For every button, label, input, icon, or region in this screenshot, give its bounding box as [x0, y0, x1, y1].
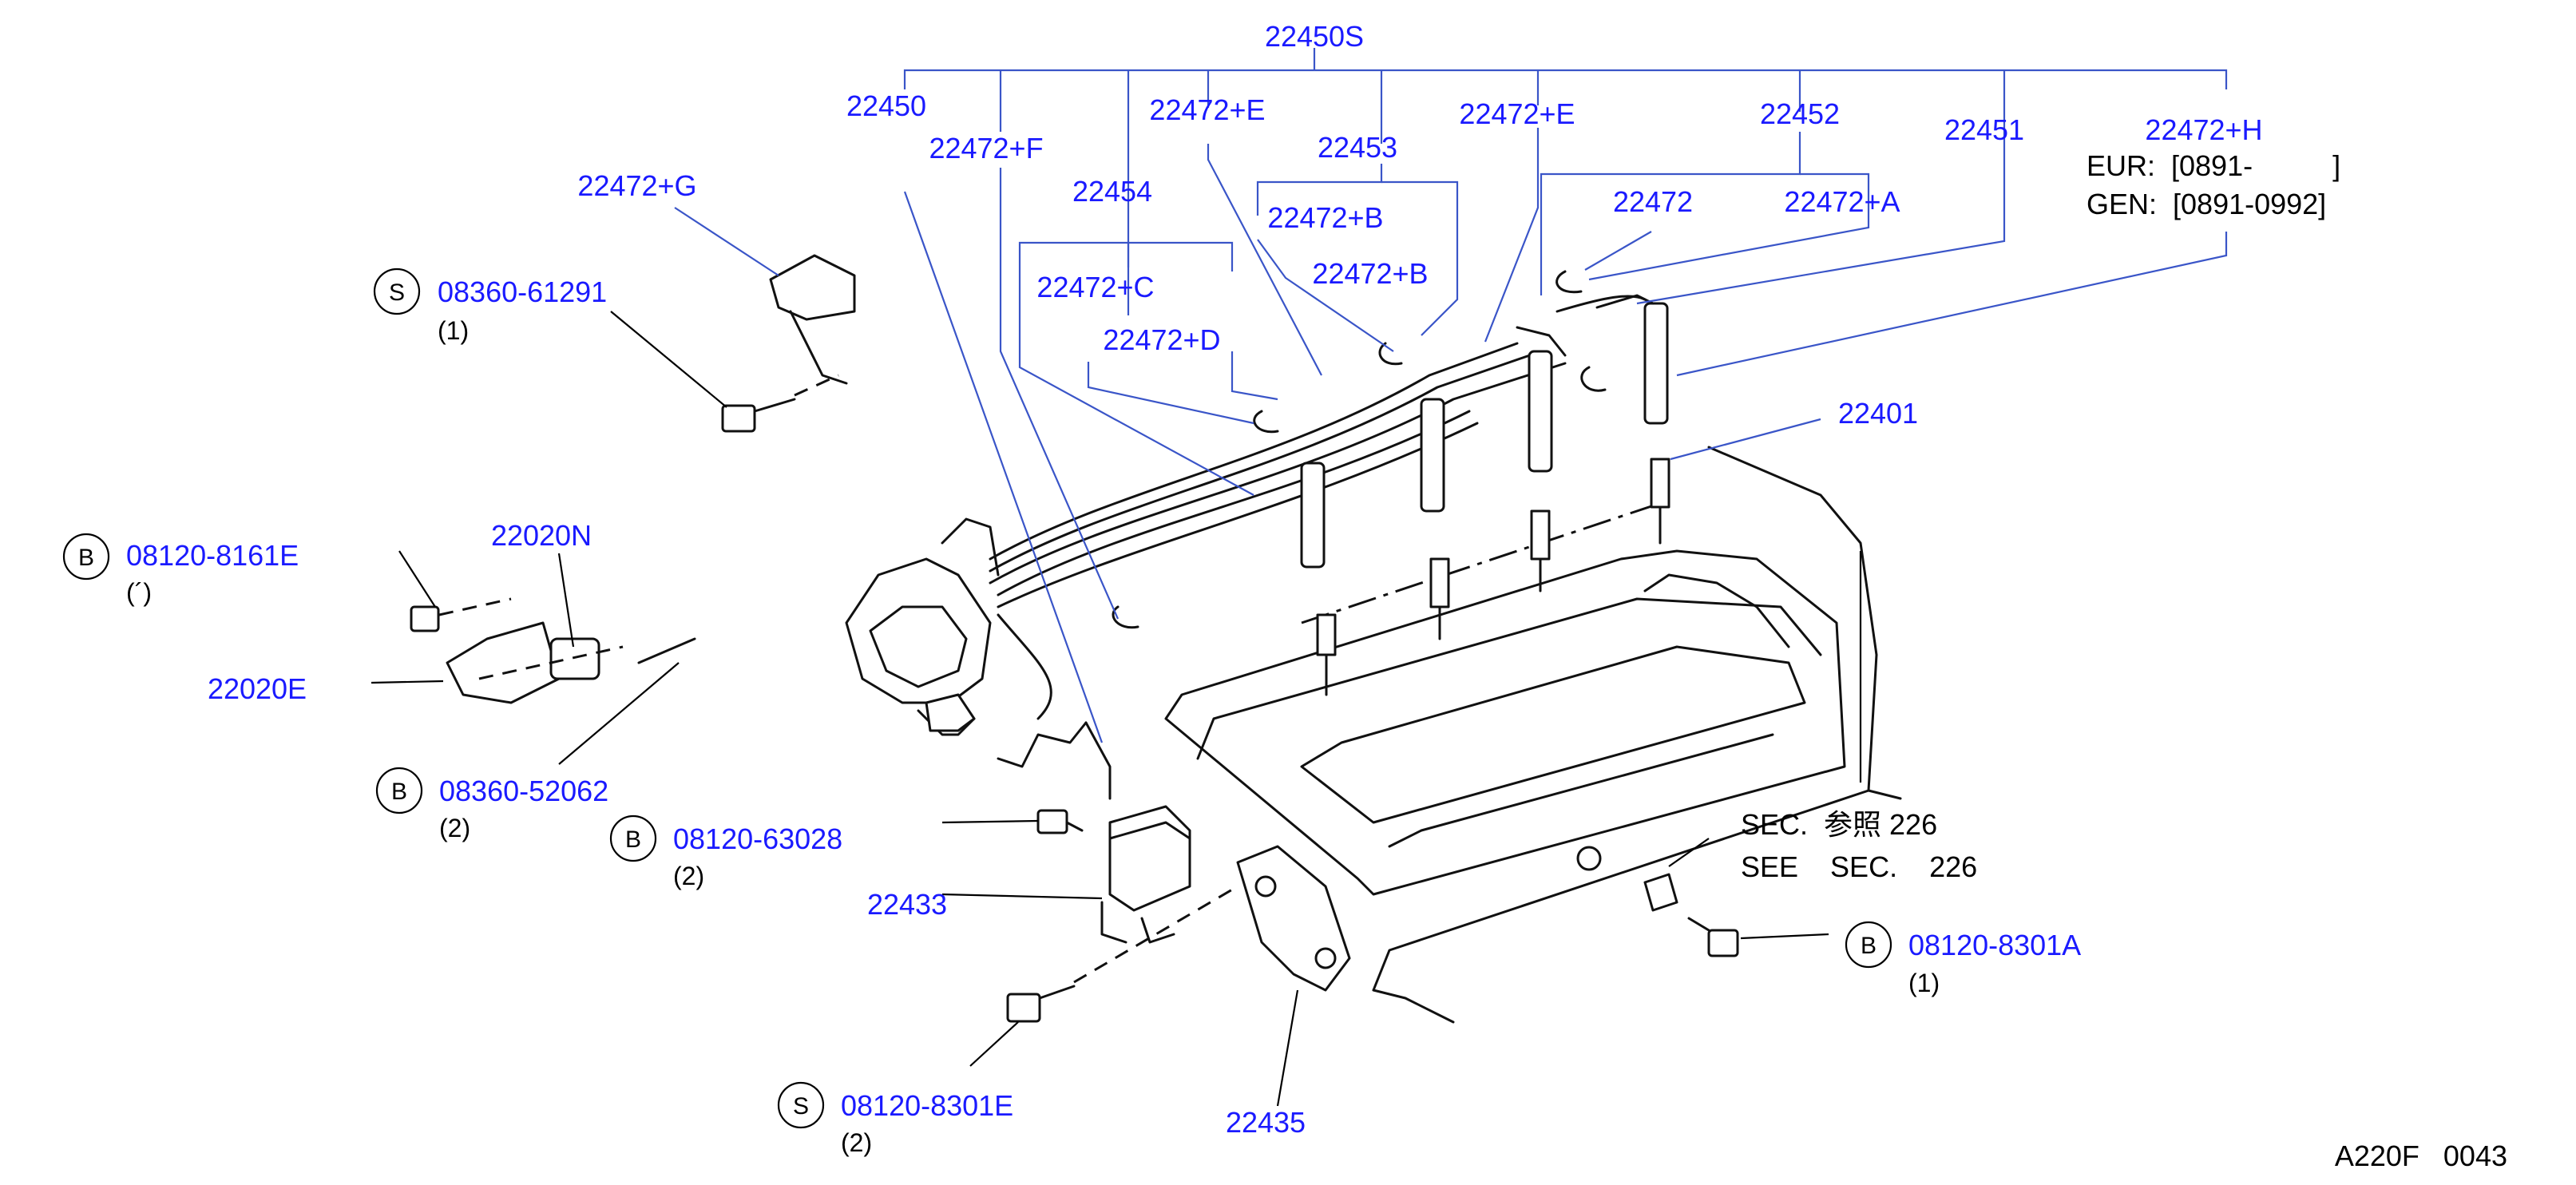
fastener-badge: B: [1861, 933, 1877, 959]
fastener-qty: (1): [438, 316, 469, 345]
label-22472-B-bottom: 22472+B: [1312, 257, 1428, 290]
spark-plug-2: [1429, 557, 1450, 640]
label-22472-G: 22472+G: [577, 169, 696, 202]
label-22433: 22433: [867, 888, 947, 921]
fastener-qty: (2): [439, 814, 470, 842]
fastener-callout-4: S 08120-8301E (2): [777, 1081, 1013, 1157]
fastener-callout-0: S 08360-61291 (1): [373, 268, 607, 345]
fastener-leader-lines: [371, 311, 1862, 1107]
label-22020E: 22020E: [208, 672, 307, 705]
label-22020N: 22020N: [491, 519, 592, 552]
fastener-part-number: 08120-8161E: [126, 539, 299, 572]
label-22472-C: 22472+C: [1036, 271, 1154, 303]
note-eur: EUR: [0891- ]: [2087, 149, 2340, 182]
fastener-badge: S: [793, 1093, 809, 1120]
label-22453: 22453: [1318, 131, 1397, 164]
note-sec-en: SEE SEC. 226: [1741, 850, 1977, 883]
fastener-badge: S: [389, 279, 405, 306]
label-22472-H: 22472+H: [2145, 113, 2262, 146]
part-labels: 22450S 22450 22472+F 22472+E 22453 22472…: [208, 20, 2263, 1139]
label-22401: 22401: [1838, 397, 1918, 430]
spark-plugs-drawing: [1316, 458, 1670, 696]
fastener-part-number: 08360-61291: [438, 275, 607, 308]
label-22454: 22454: [1072, 175, 1152, 208]
fastener-badge-circle: [609, 814, 657, 862]
fastener-qty: (´): [126, 578, 152, 607]
label-22452: 22452: [1760, 97, 1840, 130]
label-22435: 22435: [1226, 1106, 1306, 1139]
note-gen: GEN: [0891-0992]: [2087, 188, 2326, 220]
fastener-qty: (2): [673, 862, 704, 890]
fastener-badge-circle: [1845, 921, 1892, 969]
fastener-badge: B: [625, 826, 641, 853]
ignition-coil-drawing: [997, 721, 1351, 992]
label-22472-E-right: 22472+E: [1459, 97, 1575, 130]
hardware-drawing: [410, 254, 1739, 1023]
plug-boot-3: [1528, 350, 1553, 473]
application-notes: EUR: [0891- ] GEN: [0891-0992] SEC. 参照 2…: [1741, 149, 2340, 883]
fastener-callout-3: B 08120-63028 (2): [609, 814, 842, 890]
fastener-badge-circle: [777, 1081, 825, 1129]
spark-plug-1: [1316, 613, 1337, 696]
diagram-code: A220F 0043: [2335, 1139, 2507, 1172]
fastener-badge: B: [391, 779, 407, 805]
fastener-part-number: 08120-63028: [673, 822, 842, 855]
spark-plug-3: [1530, 509, 1551, 592]
fastener-callout-2: B 08360-52062 (2): [375, 767, 608, 842]
fastener-callout-5: B 08120-8301A (1): [1845, 921, 2081, 997]
ignition-cables-drawing: [989, 270, 1669, 720]
label-22472-E-left: 22472+E: [1149, 93, 1265, 126]
leader-lines: [674, 48, 2228, 743]
plug-boot-1: [1300, 462, 1326, 569]
label-22472-A: 22472+A: [1784, 185, 1900, 218]
spark-plug-4: [1650, 458, 1670, 545]
fastener-badge-circle: [373, 268, 421, 315]
fastener-badge: B: [78, 545, 94, 571]
fastener-qty: (1): [1908, 969, 1940, 997]
label-22450: 22450: [846, 89, 926, 122]
label-22450S: 22450S: [1265, 20, 1364, 53]
fastener-badge-circle: [62, 533, 110, 581]
note-sec-jp: SEC. 参照 226: [1741, 808, 1937, 841]
label-22472-B-top: 22472+B: [1267, 201, 1383, 234]
fastener-qty: (2): [841, 1128, 872, 1157]
plug-boot-2: [1420, 398, 1445, 513]
engine-drawing: [845, 446, 1902, 1024]
fastener-part-number: 08120-8301E: [841, 1089, 1013, 1122]
fastener-badge-circle: [375, 767, 423, 814]
label-22472: 22472: [1613, 185, 1693, 218]
label-22451: 22451: [1944, 113, 2024, 146]
label-22472-F: 22472+F: [929, 132, 1043, 164]
fastener-part-number: 08360-52062: [439, 775, 608, 807]
fastener-part-number: 08120-8301A: [1908, 929, 2081, 961]
label-22472-D: 22472+D: [1103, 323, 1220, 356]
plug-boot-4: [1643, 302, 1669, 425]
fastener-callout-1: B 08120-8161E (´): [62, 533, 299, 607]
